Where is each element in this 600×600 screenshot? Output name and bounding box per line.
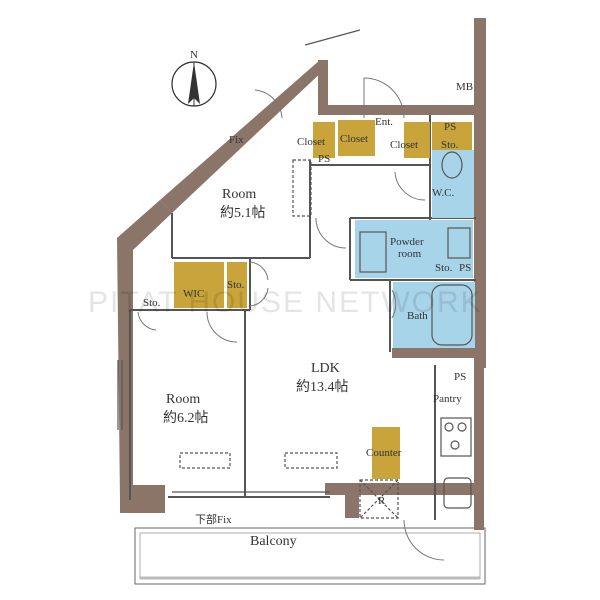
closet-b-label: Closet <box>340 133 368 145</box>
closet-c-label: Closet <box>390 139 418 151</box>
closet-a-label: Closet <box>297 136 325 148</box>
ent-label: Ent. <box>375 116 393 128</box>
wc-label: W.C. <box>432 187 454 199</box>
interior-walls <box>129 115 476 520</box>
windows <box>117 29 361 493</box>
fixtures <box>179 151 473 519</box>
wet-areas <box>355 150 475 348</box>
counter-label: Counter <box>366 447 402 459</box>
balcony-label: Balcony <box>250 534 297 549</box>
sto-powder-label: Sto. <box>435 262 453 274</box>
compass-icon <box>171 61 217 107</box>
washer-icon <box>447 227 471 259</box>
stove-icon <box>440 417 472 457</box>
compass-north-label: N <box>190 49 198 61</box>
powder-label-2: room <box>398 248 422 260</box>
ldk-size: 約13.4帖 <box>296 379 349 395</box>
kitchen-sink-icon <box>443 477 472 509</box>
storage-areas <box>174 120 472 479</box>
refrigerator-label: R <box>378 495 386 507</box>
powder-label: Powder <box>390 236 424 248</box>
room-b-size: 約6.2帖 <box>163 410 209 426</box>
sink-icon <box>359 231 387 273</box>
ps-closet-label: PS <box>318 153 330 165</box>
door-swings <box>137 77 445 561</box>
ldk-label: LDK <box>311 361 340 376</box>
labels: N Fix MB Ent. PS Closet Closet Closet PS… <box>143 49 473 549</box>
ps-top-label: PS <box>444 121 456 133</box>
exterior-walls <box>117 18 486 530</box>
watermark: PITAT HOUSE NETWORK <box>88 286 483 319</box>
mb-label: MB <box>456 81 473 93</box>
ps-pantry-label: PS <box>454 371 466 383</box>
lower-fix-label: 下部Fix <box>195 512 232 526</box>
fix-label: Fix <box>229 134 244 146</box>
sto-wc-label: Sto. <box>441 139 459 151</box>
wic-label: WIC <box>183 288 204 300</box>
bathtub-icon <box>431 284 473 346</box>
pantry-label: Pantry <box>433 393 462 405</box>
sto-left-label: Sto. <box>143 297 161 309</box>
room-b-label: Room <box>166 392 200 407</box>
room-a-label: Room <box>222 187 256 202</box>
toilet-icon <box>441 151 463 179</box>
bath-label: Bath <box>407 310 428 322</box>
ps-powder-label: PS <box>459 262 471 274</box>
balcony-railing <box>134 527 486 585</box>
sto-mid-label: Sto. <box>227 279 245 291</box>
refrigerator-icon <box>359 479 399 519</box>
room-a-size: 約5.1帖 <box>220 205 266 221</box>
